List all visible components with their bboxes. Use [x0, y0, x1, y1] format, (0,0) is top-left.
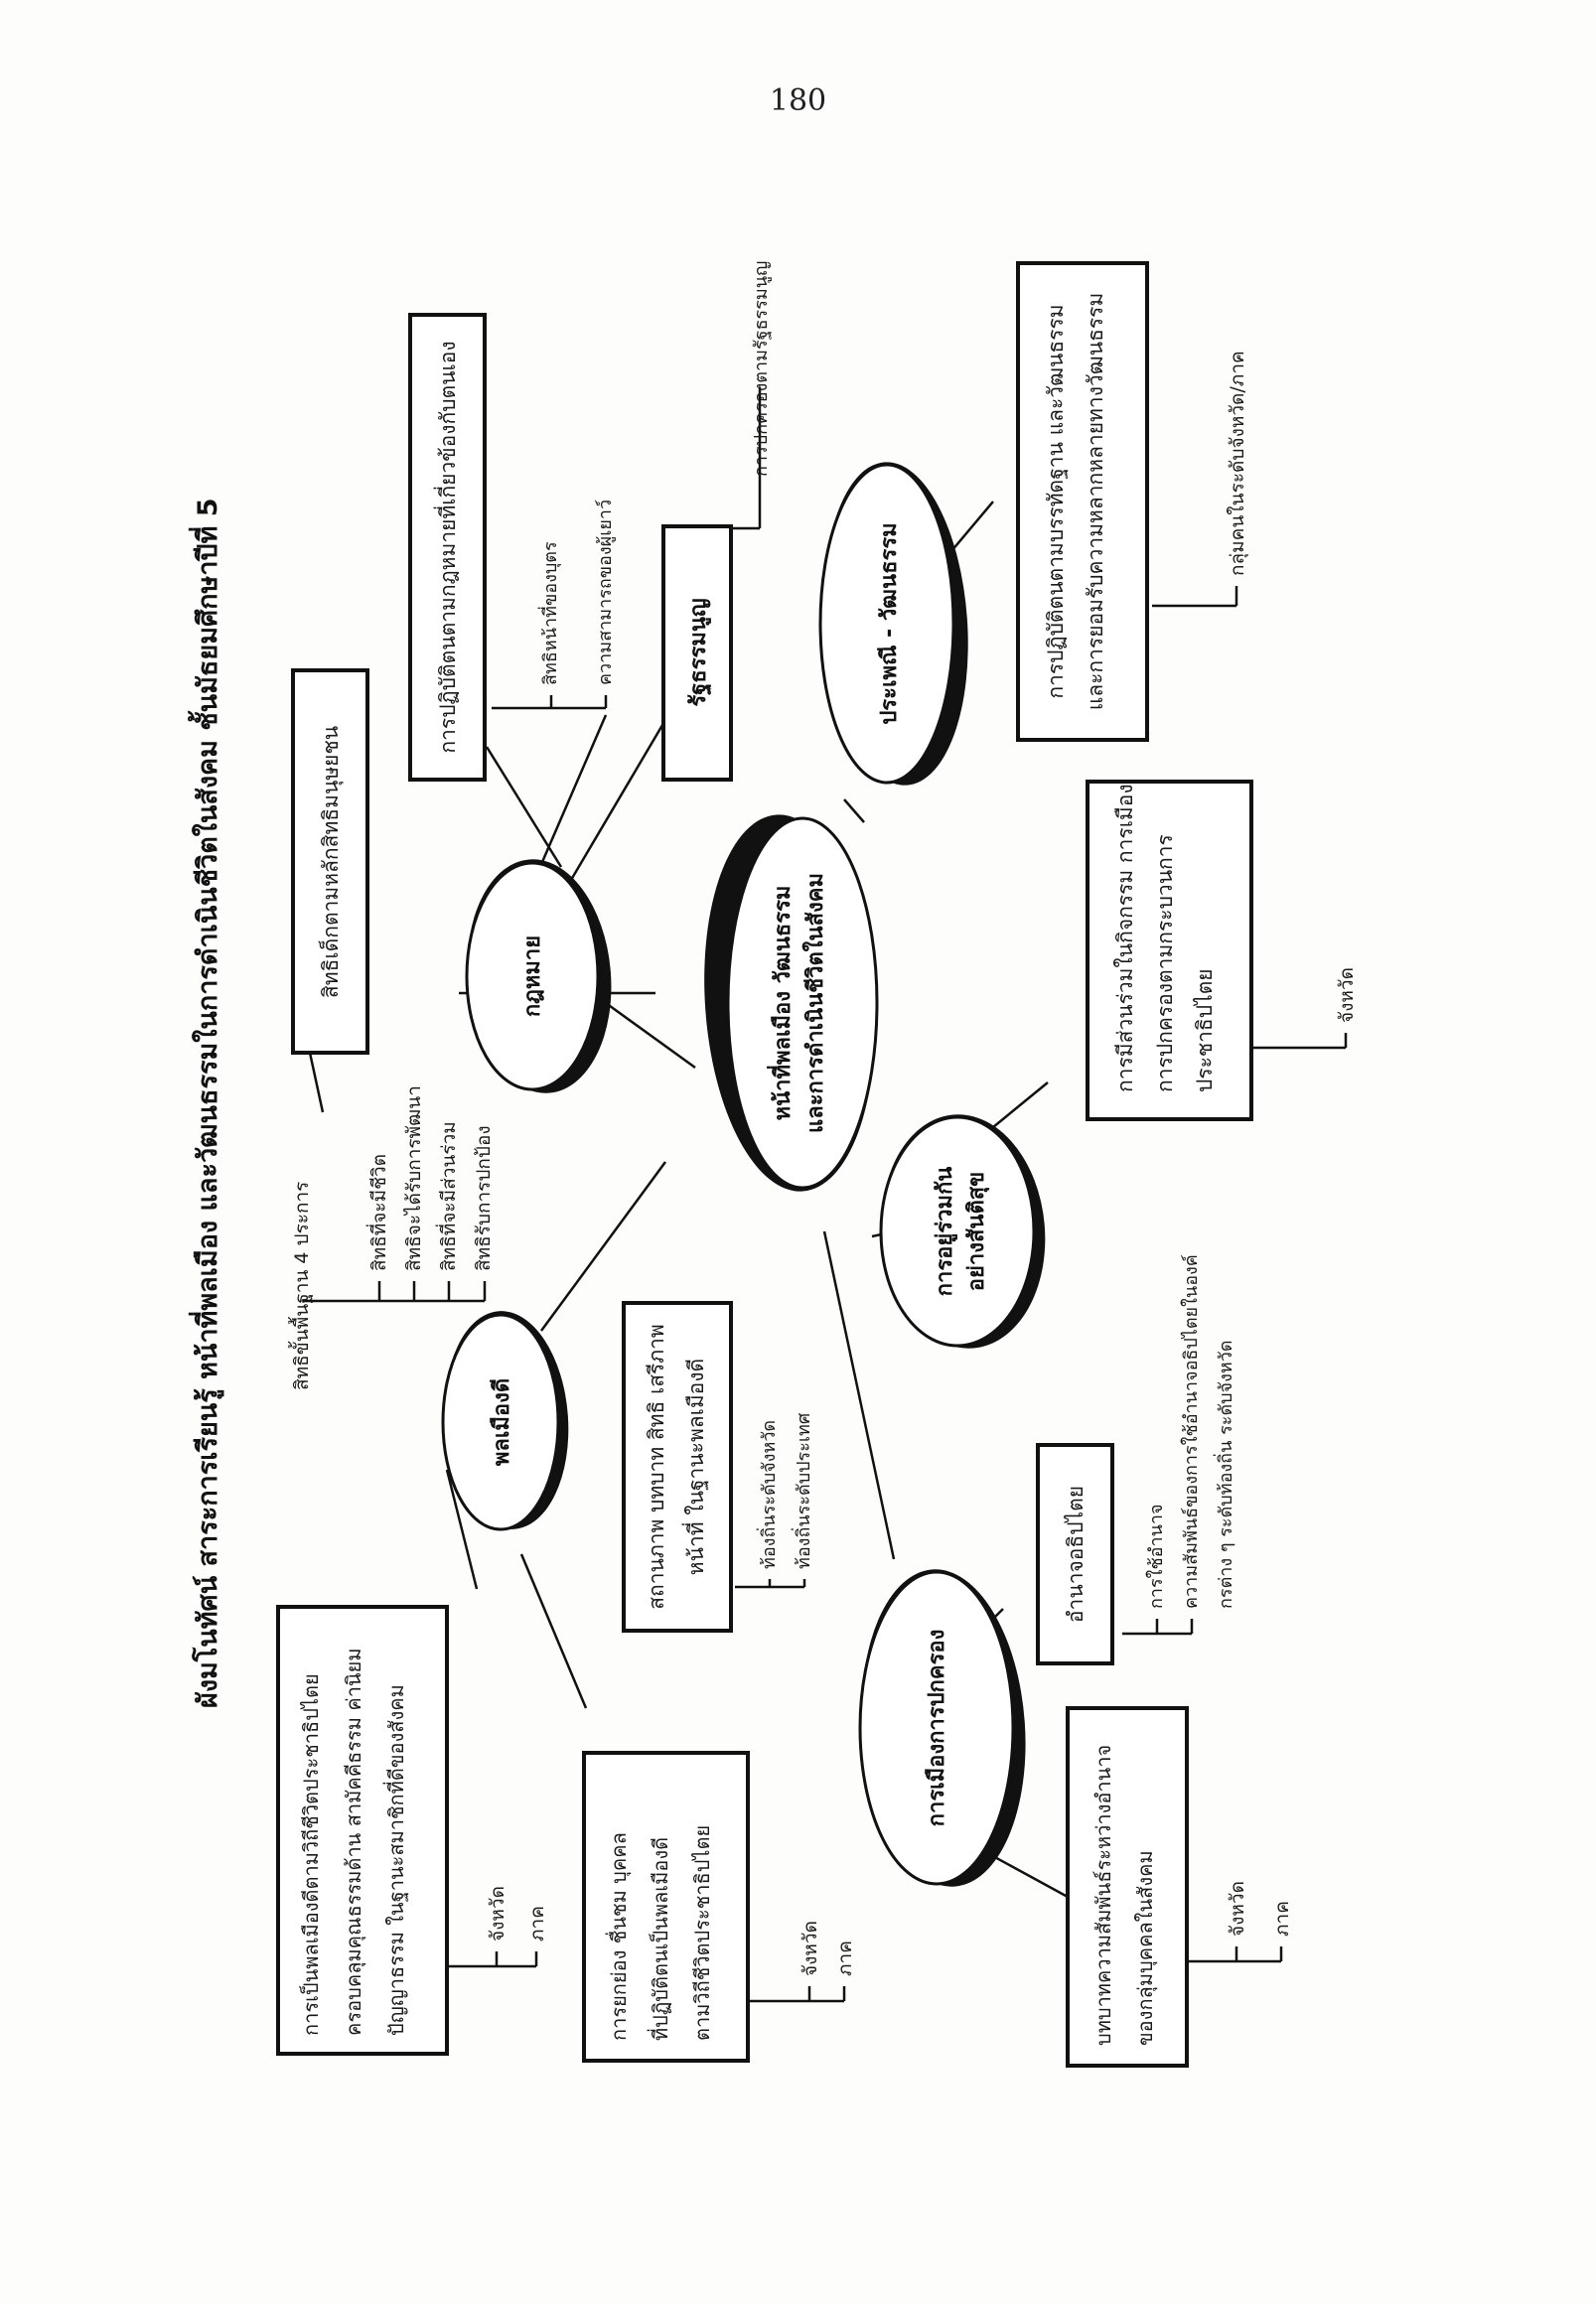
label-praise-province: จังหวัด	[799, 1921, 821, 1976]
label-law-sub-2: ความสามารถของผู้เยาว์	[595, 500, 616, 685]
label-praise-region: ภาค	[834, 1941, 856, 1976]
peace-label-line2: อย่างสันติสุข	[964, 1172, 990, 1291]
label-constitution-sub: การปกครองตามรัฐธรรมนูญ	[751, 261, 772, 477]
box-sovereignty-text: อำนาจอธิปไตย	[1064, 1486, 1088, 1623]
label-right-4: สิทธิรับการปกป้อง	[473, 1125, 495, 1271]
box-participation-line2: การปกครองตามกระบวนการ	[1153, 834, 1177, 1092]
label-participation-sub: จังหวัด	[1336, 967, 1358, 1023]
box-law-practice: การปฏิบัติตนตามกฎหมายที่เกี่ยวข้องกับตนเ…	[408, 313, 487, 782]
box-praise-line1: การยกย่อง ชื่นชม บุคคล	[605, 1832, 632, 2041]
diagram-title: ผังมโนทัศน์ สาระการเรียนรู้ หน้าที่พลเมื…	[187, 498, 224, 1708]
law-node: กฎหมาย	[465, 859, 612, 1093]
box-gcd-line2: ครอบคลุมคุณธรรมด้าน สามัคคีธรรม ค่านิยม	[342, 1649, 366, 2037]
politics-label: การเมืองการปกครอง	[925, 1630, 949, 1827]
box-constitution-text: รัฐธรรมนูญ	[686, 598, 712, 706]
good-citizen-node: พลเมืองดี	[441, 1311, 569, 1531]
box-sovereignty: อำนาจอธิปไตย	[1036, 1443, 1114, 1665]
box-relations-line2: ของกลุ่มบุคคลในสังคม	[1133, 1850, 1158, 2046]
box-relations-role: บทบาทความสัมพันธ์ระหว่างอำนาจ ของกลุ่มบุ…	[1066, 1706, 1189, 2068]
box-status-roles: สถานภาพ บทบาท สิทธิ เสรีภาพ หน้าที่ ในฐา…	[622, 1301, 733, 1633]
law-label: กฎหมาย	[520, 936, 545, 1017]
box-culture-practice-line1: การปฏิบัติตนตามบรรทัดฐาน และวัฒนธรรม	[1044, 304, 1068, 698]
center-label-line1: หน้าที่พลเมือง วัฒนธรรม	[766, 886, 796, 1121]
label-basic-rights: สิทธิขั้นพื้นฐาน 4 ประการ	[288, 1182, 313, 1390]
label-right-1: สิทธิที่จะมีชีวิต	[365, 1154, 390, 1271]
label-gcd-region: ภาค	[526, 1906, 548, 1942]
good-citizen-label: พลเมืองดี	[490, 1378, 514, 1466]
box-participation-line3: ประชาธิปไตย	[1193, 968, 1217, 1092]
label-right-2: สิทธิจะได้รับการพัฒนา	[403, 1085, 425, 1271]
label-gcd-province: จังหวัด	[487, 1886, 508, 1942]
box-participation-line1: การมีส่วนร่วมในกิจกรรม การเมือง	[1113, 784, 1137, 1092]
box-culture-practice: การปฏิบัติตนตามบรรทัดฐาน และวัฒนธรรม และ…	[1016, 261, 1149, 742]
box-child-rights: สิทธิเด็กตามหลักสิทธิมนุษยชน	[291, 668, 369, 1055]
label-relations-province: จังหวัด	[1227, 1881, 1248, 1937]
box-gcd-line3: ปัญญาธรรม ในฐานะสมาชิกที่ดีของสังคม	[382, 1684, 408, 2036]
box-constitution: รัฐธรรมนูญ	[661, 524, 733, 782]
label-culture-sub: กลุ่มคนในระดับจังหวัด/ภาค	[1227, 351, 1249, 576]
label-sovereignty-sub-3: กรต่าง ๆ ระดับท้องถิ่น ระดับจังหวัด	[1213, 1340, 1236, 1609]
box-gcd-line1: การเป็นพลเมืองดีตามวิถีชีวิตประชาธิปไตย	[298, 1673, 323, 2036]
politics-node: การเมืองการปกครอง	[858, 1569, 1026, 1887]
box-praise-line2: ที่ปฏิบัติตนเป็นพลเมืองดี	[647, 1837, 672, 2041]
label-status-sub-1: ท้องถิ่นระดับจังหวัด	[756, 1420, 780, 1569]
culture-label: ประเพณี - วัฒนธรรม	[877, 522, 902, 724]
box-law-practice-text: การปฏิบัติตนตามกฎหมายที่เกี่ยวข้องกับตนเ…	[433, 341, 460, 753]
box-relations-line1: บทบาทความสัมพันธ์ระหว่างอำนาจ	[1091, 1745, 1115, 2046]
center-label-line2: และการดำเนินชีวิตในสังคม	[801, 873, 828, 1133]
box-praise: การยกย่อง ชื่นชม บุคคล ที่ปฏิบัติตนเป็นพ…	[582, 1751, 750, 2063]
box-participation: การมีส่วนร่วมในกิจกรรม การเมือง การปกครอ…	[1086, 780, 1253, 1121]
box-child-rights-text: สิทธิเด็กตามหลักสิทธิมนุษยชน	[317, 726, 344, 998]
peace-label-line1: การอยู่ร่วมกัน	[933, 1167, 958, 1297]
center-node: หน้าที่พลเมือง วัฒนธรรม และการดำเนินชีวิ…	[704, 814, 879, 1192]
box-status-roles-line1: สถานภาพ บทบาท สิทธิ เสรีภาพ	[645, 1324, 668, 1610]
label-status-sub-2: ท้องถิ่นระดับประเทศ	[791, 1412, 814, 1569]
label-relations-region: ภาค	[1271, 1901, 1293, 1937]
peace-node: การอยู่ร่วมกัน อย่างสันติสุข	[879, 1114, 1046, 1349]
culture-node: ประเพณี - วัฒนธรรม	[818, 462, 968, 786]
box-culture-practice-line2: และการยอมรับความหลากหลายทางวัฒนธรรม	[1084, 293, 1107, 711]
label-sovereignty-sub-1: การใช้อำนาจ	[1145, 1504, 1167, 1609]
box-praise-line3: ตามวิถีชีวิตประชาธิปไตย	[690, 1825, 714, 2041]
label-law-sub-1: สิทธิหน้าที่ของบุตร	[537, 541, 561, 685]
label-sovereignty-sub-2: ความสัมพันธ์ของการใช้อำนาจอธิปไตยในองค์	[1180, 1254, 1202, 1609]
box-good-citizen-democracy: การเป็นพลเมืองดีตามวิถีชีวิตประชาธิปไตย …	[276, 1605, 449, 2056]
label-right-3: สิทธิที่จะมีส่วนร่วม	[435, 1121, 460, 1271]
box-status-roles-line2: หน้าที่ ในฐานะพลเมืองดี	[681, 1359, 708, 1575]
page-number: 180	[769, 83, 827, 118]
